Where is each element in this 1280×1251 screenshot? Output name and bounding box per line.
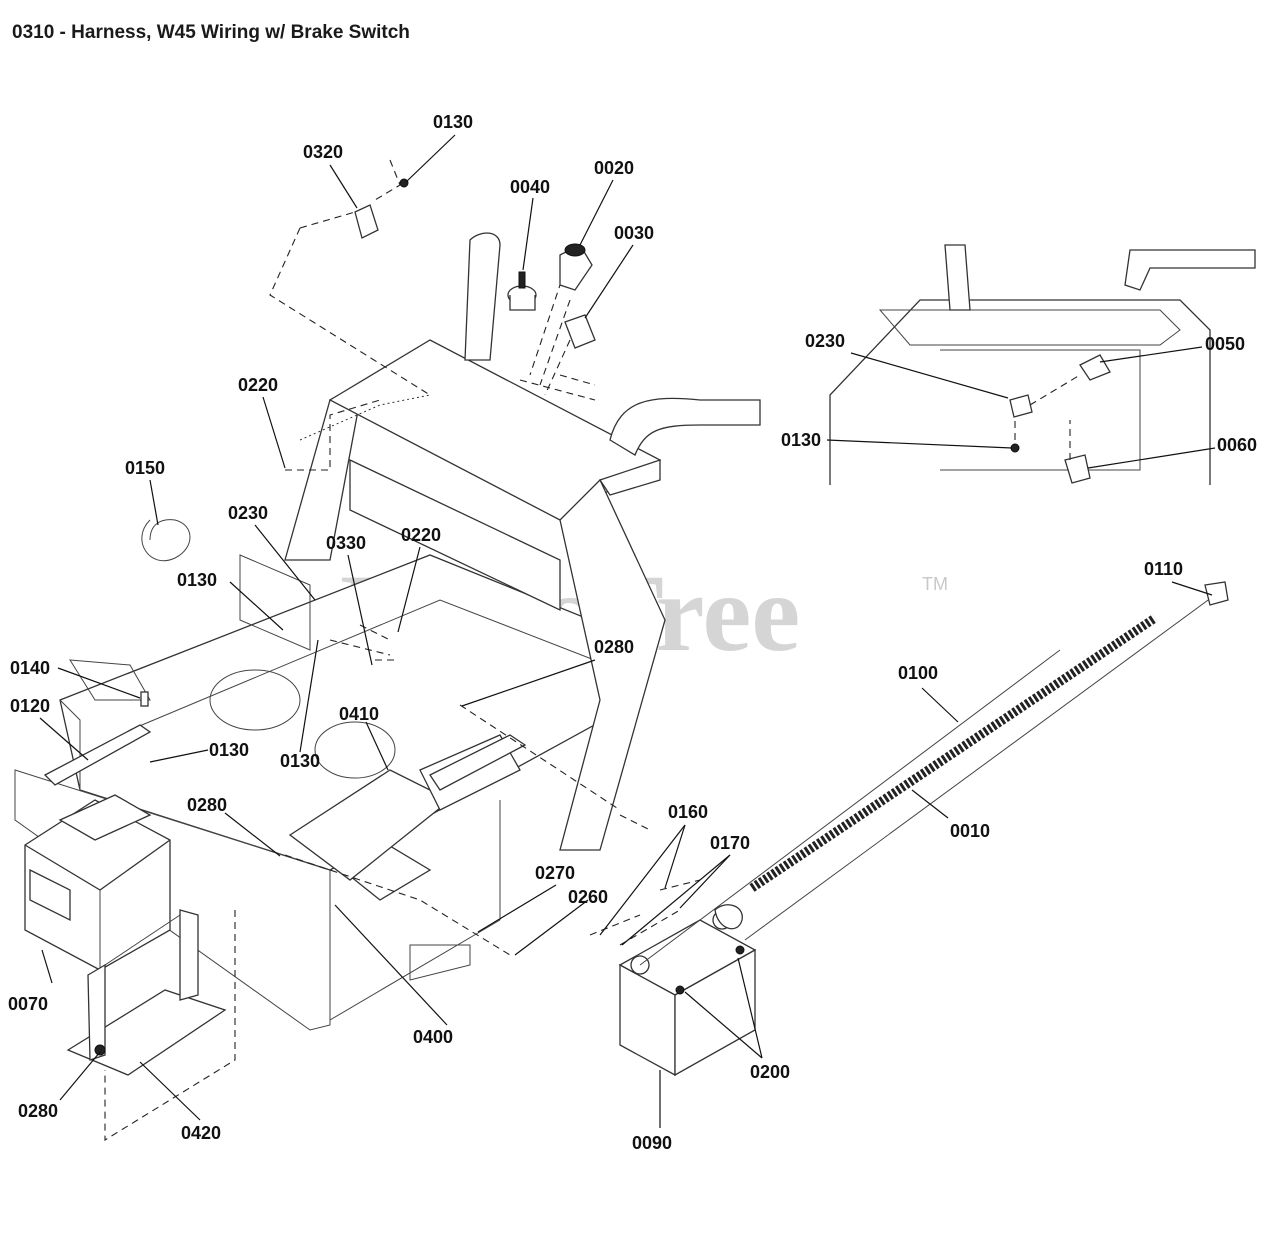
leader-lines [39, 134, 1216, 1128]
battery [618, 910, 757, 1077]
switch-parts [354, 178, 596, 349]
callout: 0410 [339, 704, 379, 724]
callout: 0330 [326, 533, 366, 553]
callout: 0030 [614, 223, 654, 243]
callout: 0230 [228, 503, 268, 523]
callout: 0400 [413, 1027, 453, 1047]
watermark-tm: TM [922, 574, 948, 594]
callout: 0010 [950, 821, 990, 841]
callout: 0130 [177, 570, 217, 590]
callout: 0200 [750, 1062, 790, 1082]
callout: 0230 [805, 331, 845, 351]
callout: 0130 [781, 430, 821, 450]
callout-labels: 0130 0320 0040 0020 0030 0220 0150 0230 … [8, 112, 1257, 1153]
callout: 0130 [280, 751, 320, 771]
callout: 0280 [187, 795, 227, 815]
callout: 0120 [10, 696, 50, 716]
callout: 0130 [209, 740, 249, 760]
callout: 0270 [535, 863, 575, 883]
callout: 0140 [10, 658, 50, 678]
callout: 0420 [181, 1123, 221, 1143]
ground-strap [43, 724, 152, 786]
battery-bracket [66, 909, 227, 1076]
callout: 0060 [1217, 435, 1257, 455]
frame-assembly [14, 232, 761, 1031]
callout: 0020 [594, 158, 634, 178]
callout: 0260 [568, 887, 608, 907]
callout: 0110 [1144, 559, 1183, 579]
callout: 0150 [125, 458, 165, 478]
callout: 0090 [632, 1133, 672, 1153]
page-title: 0310 - Harness, W45 Wiring w/ Brake Swit… [12, 22, 410, 43]
callout: 0220 [238, 375, 278, 395]
callout: 0130 [433, 112, 473, 132]
callout: 0040 [510, 177, 550, 197]
callout: 0220 [401, 525, 441, 545]
callout: 0160 [668, 802, 708, 822]
callout: 0170 [710, 833, 750, 853]
inset-detail [829, 244, 1256, 485]
callout: 0050 [1205, 334, 1245, 354]
callout: 0100 [898, 663, 938, 683]
callout: 0280 [18, 1101, 58, 1121]
callout: 0280 [594, 637, 634, 657]
cable-tie [141, 519, 191, 562]
callout: 0320 [303, 142, 343, 162]
cables [639, 581, 1229, 966]
callout: 0070 [8, 994, 48, 1014]
battery-box [24, 794, 171, 971]
